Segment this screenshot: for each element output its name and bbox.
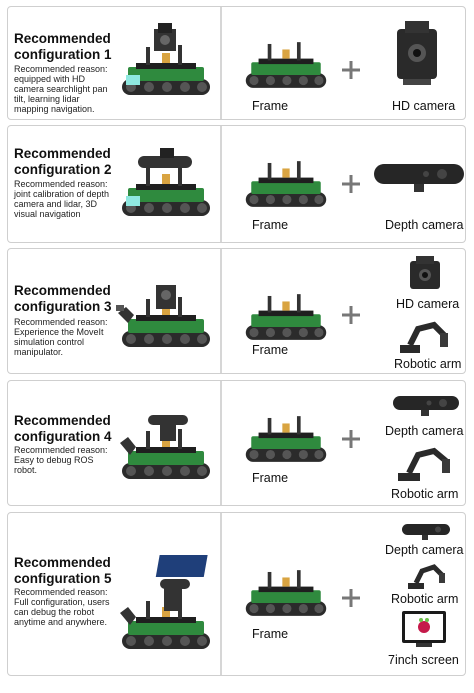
- frame-image: [240, 407, 332, 471]
- config-card-4: Recommended configuration 4 Recommended …: [7, 380, 466, 506]
- reason-text: Experience the MoveIt simulation control…: [14, 327, 104, 357]
- reason-text: Full configuration, users can debug the …: [14, 597, 110, 627]
- config-title: Recommended configuration 4: [14, 413, 112, 445]
- config-reason: Recommended reason: Experience the MoveI…: [14, 317, 112, 357]
- hd-camera-image: [410, 256, 440, 289]
- title-line-1: Recommended: [14, 555, 111, 570]
- config-reason: Recommended reason: Easy to debug ROS ro…: [14, 445, 112, 475]
- card-divider: [220, 7, 222, 119]
- config-title: Recommended configuration 2: [14, 146, 112, 178]
- accessory-caption: HD camera: [392, 99, 456, 113]
- reason-prefix: Recommended reason:: [14, 64, 108, 74]
- plus-icon: [342, 589, 360, 607]
- config-title: Recommended configuration 3: [14, 283, 112, 315]
- reason-prefix: Recommended reason:: [14, 445, 108, 455]
- config-card-2: Recommended configuration 2 Recommended …: [7, 125, 466, 243]
- accessory-caption: Depth camera: [385, 424, 464, 438]
- robot-config-2-image: [116, 148, 216, 224]
- robot-config-3-image: [116, 285, 216, 355]
- robot-config-5-image: [120, 555, 216, 657]
- title-line-2: configuration 5: [14, 571, 112, 586]
- depth-camera-image: [402, 524, 450, 540]
- accessory-caption: 7inch screen: [388, 653, 459, 667]
- config-reason: Recommended reason: Full configuration, …: [14, 587, 112, 627]
- frame-image: [240, 561, 332, 625]
- config-reason: Recommended reason: joint calibration of…: [14, 179, 112, 219]
- accessory-caption: Robotic arm: [391, 487, 459, 501]
- reason-text: joint calibration of depth camera and li…: [14, 189, 110, 219]
- robot-config-1-image: [116, 23, 216, 103]
- depth-camera-image: [374, 164, 464, 192]
- depth-camera-image: [393, 396, 459, 416]
- title-line-2: configuration 1: [14, 47, 112, 62]
- config-title: Recommended configuration 5: [14, 555, 112, 587]
- title-line-1: Recommended: [14, 413, 111, 428]
- card-divider: [220, 513, 222, 675]
- reason-text: Easy to debug ROS robot.: [14, 455, 94, 475]
- card-divider: [220, 249, 222, 373]
- frame-image: [240, 152, 332, 216]
- title-line-1: Recommended: [14, 146, 111, 161]
- hd-camera-image: [397, 21, 437, 85]
- config-title: Recommended configuration 1: [14, 31, 112, 63]
- title-line-2: configuration 4: [14, 429, 112, 444]
- robotic-arm-image: [408, 564, 445, 589]
- reason-prefix: Recommended reason:: [14, 179, 108, 189]
- frame-caption: Frame: [252, 627, 289, 641]
- frame-caption: Frame: [252, 99, 289, 113]
- frame-caption: Frame: [252, 343, 289, 357]
- accessory-caption: Depth camera: [385, 543, 464, 557]
- config-card-1: Recommended configuration 1 Recommended …: [7, 6, 466, 120]
- title-line-2: configuration 2: [14, 162, 112, 177]
- frame-caption: Frame: [252, 471, 289, 485]
- frame-image: [240, 285, 332, 349]
- robotic-arm-image: [398, 447, 450, 481]
- plus-icon: [342, 175, 360, 193]
- frame-caption: Frame: [252, 218, 289, 232]
- title-line-1: Recommended: [14, 31, 111, 46]
- accessory-caption: HD camera: [396, 297, 460, 311]
- card-divider: [220, 126, 222, 242]
- accessory-caption: Depth camera: [385, 218, 464, 232]
- robotic-arm-image: [400, 321, 448, 353]
- plus-icon: [342, 61, 360, 79]
- config-card-3: Recommended configuration 3 Recommended …: [7, 248, 466, 374]
- screen-image: [402, 611, 446, 647]
- accessory-caption: Robotic arm: [391, 592, 459, 606]
- title-line-2: configuration 3: [14, 299, 112, 314]
- accessory-caption: Robotic arm: [394, 357, 462, 371]
- card-divider: [220, 381, 222, 505]
- plus-icon: [342, 306, 360, 324]
- reason-text: equipped with HD camera searchlight pan …: [14, 74, 108, 114]
- reason-prefix: Recommended reason:: [14, 587, 108, 597]
- frame-image: [240, 33, 332, 97]
- title-line-1: Recommended: [14, 283, 111, 298]
- config-card-5: Recommended configuration 5 Recommended …: [7, 512, 466, 676]
- plus-icon: [342, 430, 360, 448]
- robot-config-4-image: [120, 415, 216, 487]
- reason-prefix: Recommended reason:: [14, 317, 108, 327]
- config-reason: Recommended reason: equipped with HD cam…: [14, 64, 112, 114]
